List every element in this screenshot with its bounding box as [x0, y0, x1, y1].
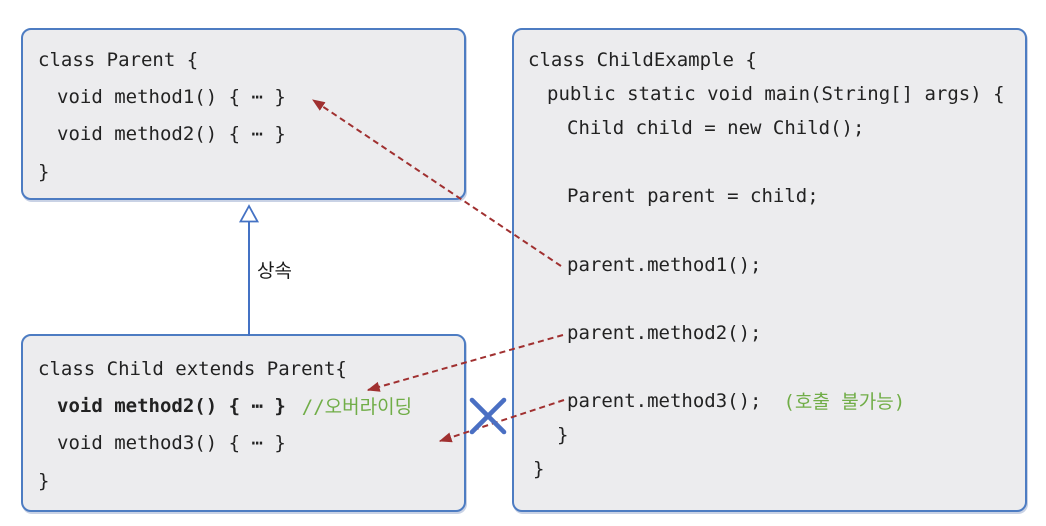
code-line: }: [557, 424, 569, 447]
parent-class-box: class Parent { void method1() { ⋯ } void…: [21, 28, 466, 200]
code-line-blank: [514, 350, 1025, 384]
code-line: void method3() { ⋯ }: [57, 432, 286, 455]
code-line-blank: [514, 282, 1025, 316]
overriding-comment: //오버라이딩: [301, 396, 413, 419]
code-line: Parent parent = child;: [567, 185, 819, 208]
method3-call-code: parent.method3();: [567, 389, 762, 412]
cannot-call-x-icon: [469, 397, 507, 435]
code-line: parent.method1();: [567, 253, 762, 276]
code-line: void method2() { ⋯ } //오버라이딩: [23, 387, 464, 424]
inheritance-label: 상속: [257, 260, 292, 282]
code-line-blank: [514, 213, 1025, 247]
code-line: Child child = new Child();: [567, 117, 865, 140]
overridden-method-code: void method2() { ⋯ }: [57, 394, 286, 417]
code-line: class ChildExample {: [528, 49, 757, 72]
code-line: }: [38, 160, 50, 183]
cannot-call-note: (호출 불가능): [783, 391, 906, 414]
code-line: class Child extends Parent{: [38, 357, 347, 380]
code-line: }: [533, 458, 545, 481]
code-line-blank: [514, 145, 1025, 179]
child-class-box: class Child extends Parent{ void method2…: [21, 334, 466, 512]
code-line: class Parent {: [38, 48, 199, 71]
code-line: }: [38, 469, 50, 492]
child-example-box: class ChildExample { public static void …: [512, 28, 1027, 512]
inheritance-arrow-icon: [238, 204, 260, 336]
code-line: void method1() { ⋯ }: [57, 85, 286, 108]
code-line: parent.method3(); (호출 불가능): [514, 384, 1025, 418]
code-line: void method2() { ⋯ }: [57, 123, 286, 146]
code-line: public static void main(String[] args) {: [547, 83, 1005, 106]
code-line: parent.method2();: [567, 321, 762, 344]
